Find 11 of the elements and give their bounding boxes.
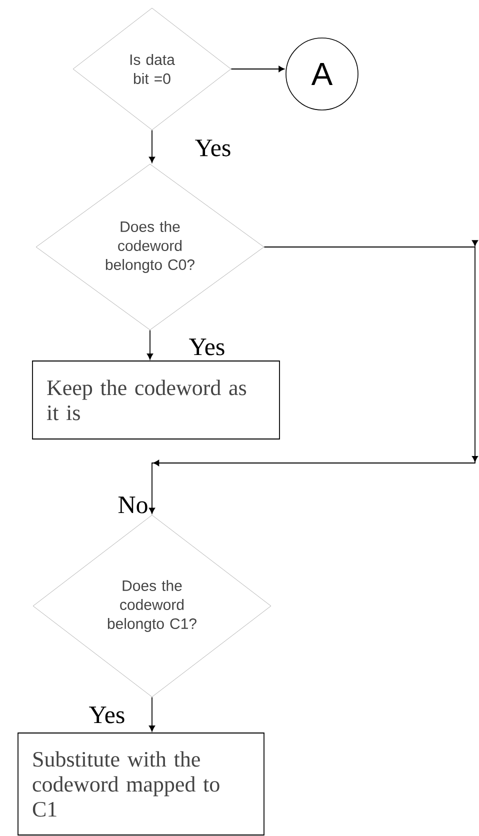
- process-box: Keep the codeword as it is: [32, 360, 280, 440]
- edge-label: Yes: [189, 338, 224, 356]
- arrow: [148, 240, 478, 514]
- edge-label: No: [118, 496, 148, 514]
- edge-label: Yes: [195, 140, 230, 156]
- arrow: [230, 66, 285, 72]
- arrow: [148, 696, 156, 732]
- process-box: Substitute with the codeword mapped to C1: [18, 732, 264, 836]
- edge-label: Yes: [89, 706, 124, 724]
- arrow: [148, 130, 156, 163]
- arrow: [146, 330, 154, 360]
